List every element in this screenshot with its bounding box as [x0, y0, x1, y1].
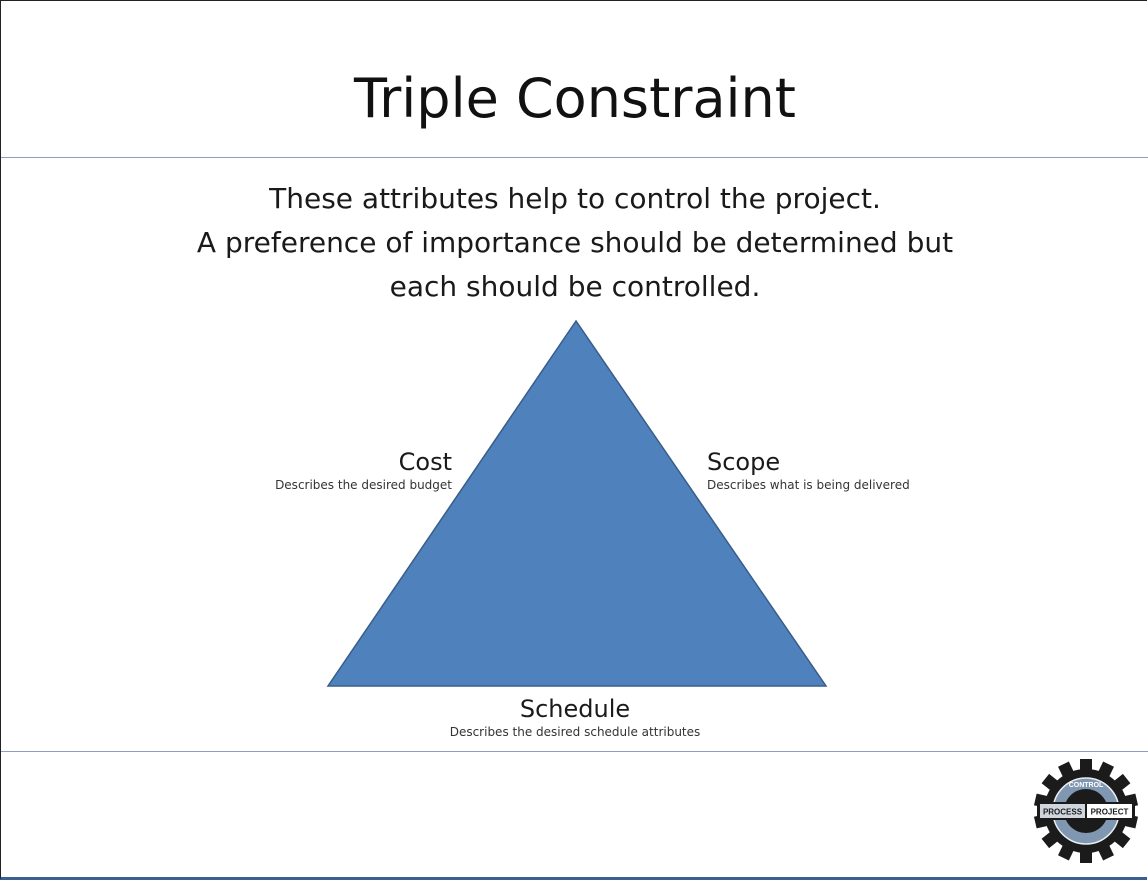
- logo-text-control: CONTROL: [1069, 782, 1104, 789]
- subtitle-line: A preference of importance should be det…: [196, 226, 954, 259]
- schedule-description: Describes the desired schedule attribute…: [449, 725, 701, 739]
- footer-divider: [1, 751, 1148, 752]
- logo-text-project: PROJECT: [1091, 808, 1129, 817]
- logo-text-process: PROCESS: [1043, 808, 1083, 817]
- slide-subtitle: These attributes help to control the pro…: [81, 177, 1069, 309]
- header-divider: [1, 157, 1148, 158]
- cost-label: Cost Describes the desired budget: [275, 447, 452, 493]
- gear-logo-icon: PROCESS PROJECT CONTROL: [1033, 759, 1139, 863]
- scope-description: Describes what is being delivered: [707, 478, 910, 492]
- subtitle-line: These attributes help to control the pro…: [269, 182, 881, 215]
- cost-name: Cost: [398, 448, 452, 476]
- schedule-label: Schedule Describes the desired schedule …: [375, 694, 775, 740]
- scope-label: Scope Describes what is being delivered: [707, 447, 910, 493]
- slide-title: Triple Constraint: [354, 67, 796, 130]
- constraint-triangle: [326, 319, 828, 687]
- schedule-name: Schedule: [519, 695, 631, 723]
- scope-name: Scope: [707, 448, 781, 476]
- subtitle-line: each should be controlled.: [389, 270, 761, 303]
- cost-description: Describes the desired budget: [275, 478, 452, 492]
